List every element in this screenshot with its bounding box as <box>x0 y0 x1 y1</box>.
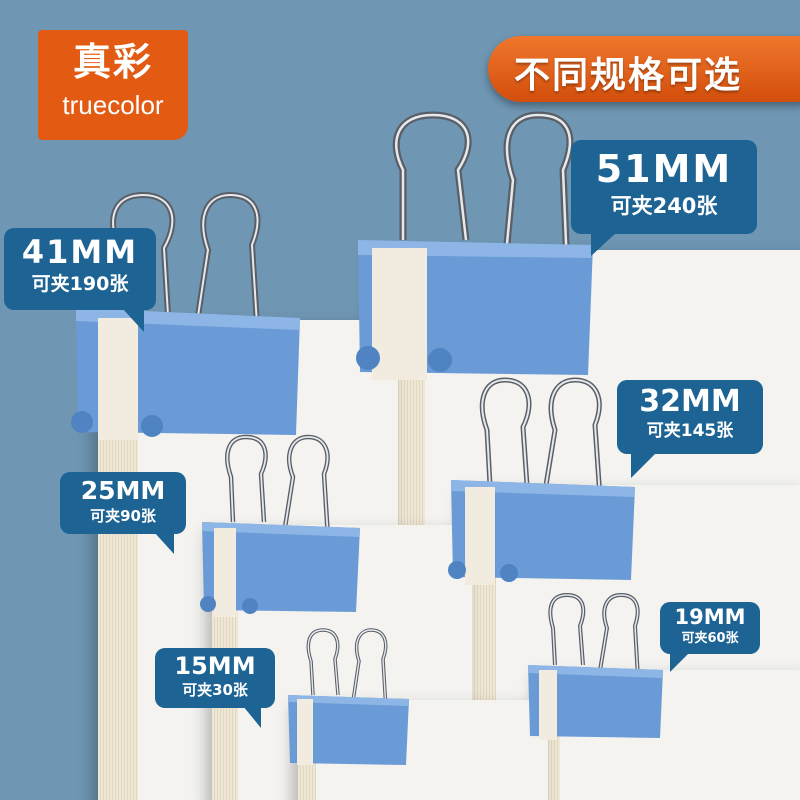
size-label: 19MM <box>674 605 746 629</box>
binder-clip-25mm-icon <box>200 434 360 617</box>
capacity-label: 可夹90张 <box>90 507 156 525</box>
callout-25mm: 25MM 可夹90张 <box>60 472 186 554</box>
brand-name-en: truecolor <box>62 90 164 120</box>
sizes-banner: 不同规格可选 <box>488 36 800 102</box>
size-label: 41MM <box>21 233 139 271</box>
callout-19mm: 19MM 可夹60张 <box>660 602 760 672</box>
size-label: 25MM <box>80 476 166 505</box>
callout-tail <box>631 452 657 478</box>
callout-tail <box>670 652 690 672</box>
binder-clip-51mm-icon <box>356 111 593 380</box>
size-label: 32MM <box>639 384 741 419</box>
binder-clip-15mm-icon <box>288 628 409 765</box>
callout-tail <box>122 308 144 332</box>
brand-logo: 真彩 truecolor <box>38 30 188 140</box>
banner-text: 不同规格可选 <box>514 55 743 96</box>
callout-41mm: 41MM 可夹190张 <box>4 228 156 332</box>
binder-clip-32mm-icon <box>448 377 635 585</box>
capacity-label: 可夹30张 <box>182 681 248 699</box>
callout-tail <box>154 532 174 554</box>
binder-clip-19mm-icon <box>528 592 663 740</box>
callout-32mm: 32MM 可夹145张 <box>617 380 763 478</box>
capacity-label: 可夹145张 <box>646 421 734 441</box>
callout-tail <box>591 232 617 256</box>
capacity-label: 可夹240张 <box>610 194 718 218</box>
brand-name-cn: 真彩 <box>72 40 153 84</box>
size-label: 51MM <box>595 147 733 191</box>
callout-tail <box>243 706 261 728</box>
callout-51mm: 51MM 可夹240张 <box>571 140 757 256</box>
size-label: 15MM <box>174 652 256 680</box>
capacity-label: 可夹190张 <box>31 273 129 295</box>
capacity-label: 可夹60张 <box>681 631 739 646</box>
callout-15mm: 15MM 可夹30张 <box>155 648 275 728</box>
